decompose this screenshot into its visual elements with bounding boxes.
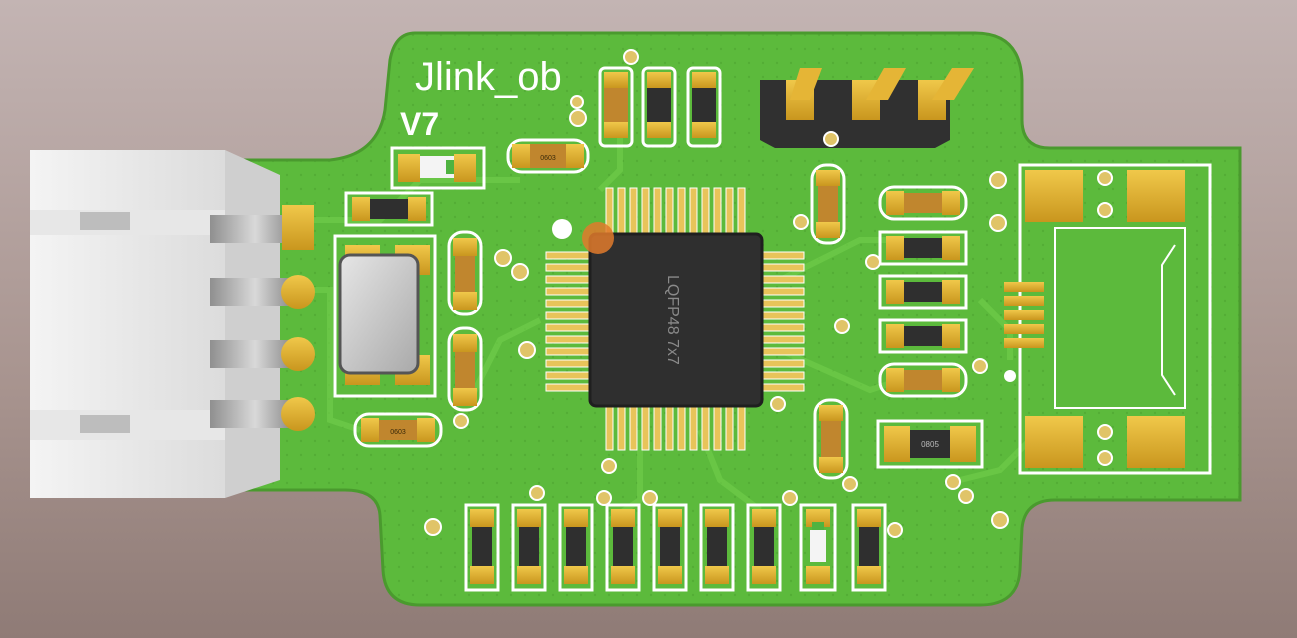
led-bottom	[799, 503, 837, 592]
resistor-0805: 0805	[876, 419, 984, 469]
capacitor-right-1	[878, 185, 968, 221]
component-label: 0603	[540, 155, 556, 162]
resistor-top-1	[598, 66, 634, 148]
bottom-resistor-row	[464, 503, 887, 592]
resistor-left-h1	[344, 191, 434, 227]
capacitor-left-bottom: 0603	[353, 412, 443, 448]
resistor-top-3	[686, 66, 722, 148]
micro-usb-footprint	[1004, 163, 1212, 475]
jst-connector	[30, 150, 280, 498]
version-label: V7	[400, 106, 439, 142]
led-top-left	[390, 146, 486, 190]
pin1-marker	[582, 222, 614, 254]
round-pad	[281, 337, 315, 371]
capacitor-right-5	[878, 362, 968, 398]
round-pad	[281, 275, 315, 309]
qfp-ic-body	[588, 232, 764, 408]
component-label: 0603	[390, 429, 406, 436]
capacitor-v-1	[447, 230, 483, 316]
capacitor-v-4	[813, 398, 849, 480]
resistor-top-2	[641, 66, 677, 148]
fiducial	[1004, 370, 1016, 382]
square-pad	[282, 205, 314, 250]
capacitor-v-3	[810, 163, 846, 245]
resistor-right-2	[878, 230, 968, 266]
ic-package-label: LQFP48 7x7	[664, 275, 681, 365]
board-name-label: Jlink_ob	[415, 55, 562, 99]
vias	[424, 49, 1113, 538]
resistor-right-4	[878, 318, 968, 354]
round-pad	[281, 397, 315, 431]
component-label: 0805	[921, 440, 939, 449]
fiducial	[552, 219, 572, 239]
capacitor-v-2	[447, 326, 483, 412]
capacitor-top-middle: 0603	[506, 138, 590, 174]
pin-header	[760, 68, 974, 148]
resistor-right-3	[878, 274, 968, 310]
crystal-oscillator	[333, 234, 437, 398]
